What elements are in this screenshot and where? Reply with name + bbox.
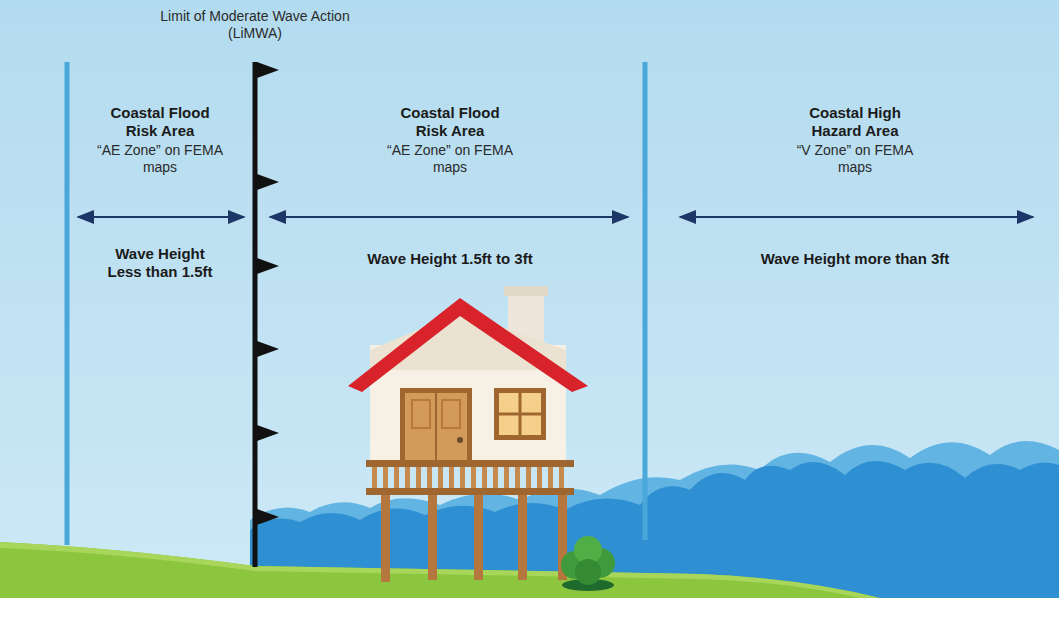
bush	[561, 536, 615, 591]
limwa-flags	[257, 62, 279, 525]
limwa-line	[253, 62, 258, 567]
wave-height: Wave Height more than 3ft	[705, 250, 1005, 268]
window-frame	[494, 388, 546, 440]
deck-rail	[366, 460, 574, 467]
window	[499, 393, 541, 435]
zone-heading: Coastal High Hazard Area	[790, 104, 920, 140]
wave-height: Wave Height 1.5ft to 3ft	[300, 250, 600, 268]
limwa-label: Limit of Moderate Wave Action (LiMWA)	[135, 8, 375, 42]
door-frame	[400, 388, 472, 463]
deck-floor	[366, 488, 574, 495]
zone-heading: Coastal Flood Risk Area	[95, 104, 225, 140]
house	[348, 286, 588, 582]
ground-edge	[0, 542, 880, 598]
chimney-cap	[504, 286, 548, 296]
balusters	[372, 467, 564, 488]
stilts	[381, 492, 567, 582]
roof	[348, 298, 588, 392]
zone-band: Coastal Flood Risk Area“AE Zone” on FEMA…	[300, 104, 600, 272]
zone-heading: Coastal Flood Risk Area	[385, 104, 515, 140]
wave-height: Wave Height Less than 1.5ft	[103, 245, 218, 281]
ground	[0, 542, 880, 598]
zone-map-code: “AE Zone” on FEMA maps	[90, 142, 230, 176]
zone-map-code: “V Zone” on FEMA maps	[785, 142, 925, 176]
door	[405, 393, 467, 463]
zone-arrows	[78, 216, 1033, 218]
zone-map-code: “AE Zone” on FEMA maps	[380, 142, 520, 176]
zone-line	[643, 62, 648, 540]
sky	[0, 0, 1059, 598]
zone-line	[65, 62, 70, 545]
bottom-margin	[0, 598, 1059, 618]
zone-band: Coastal Flood Risk Area“AE Zone” on FEMA…	[75, 104, 245, 285]
zone-band: Coastal High Hazard Area“V Zone” on FEMA…	[705, 104, 1005, 272]
